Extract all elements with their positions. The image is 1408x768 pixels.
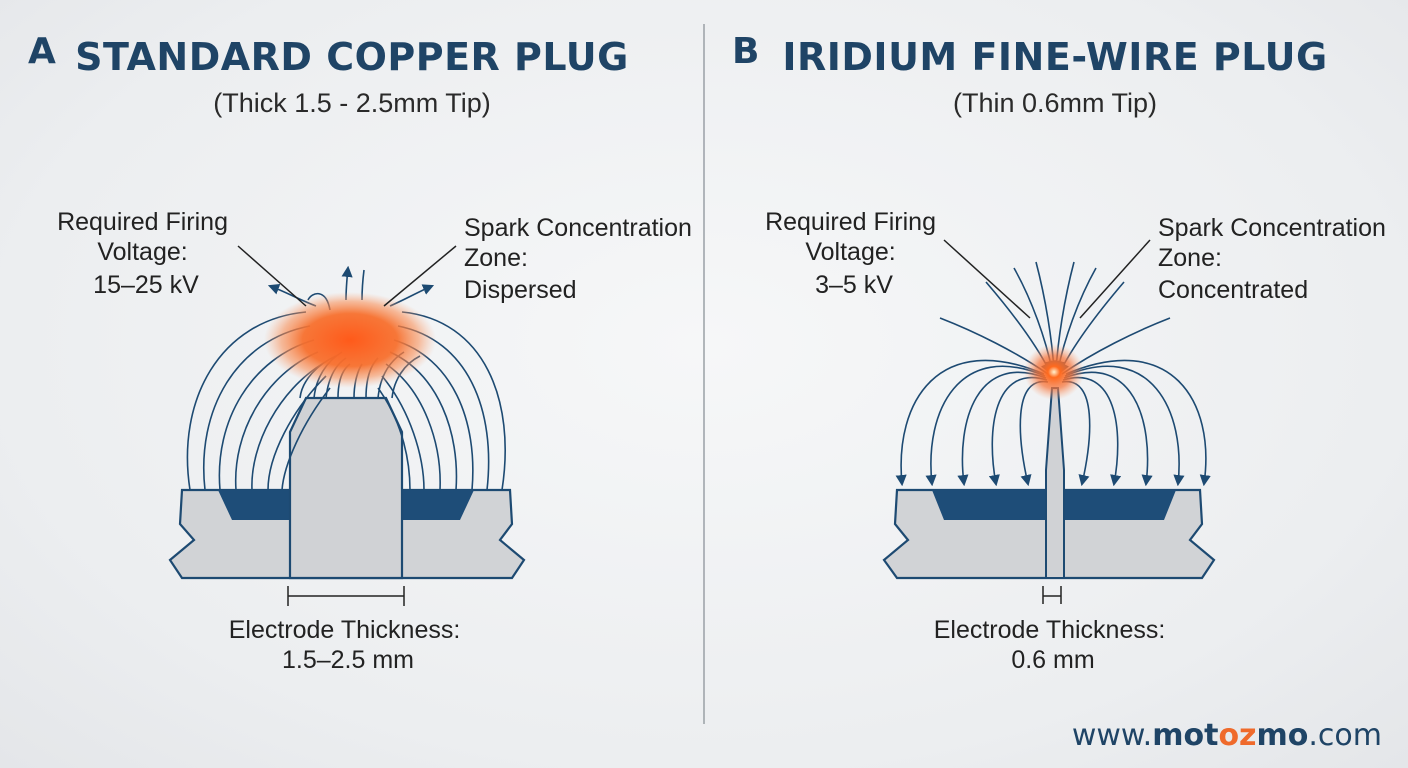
footer-url-brand-1: mot	[1152, 718, 1218, 753]
panel-b-voltage-leader	[943, 239, 1031, 319]
panel-b-center-electrode	[1045, 387, 1065, 579]
panel-a-voltage-label: Required Firing Voltage: 15–25 kV	[57, 208, 235, 299]
panel-b-insulator-left	[932, 490, 1046, 520]
panel-b-zone-label: Spark Concentration Zone: Concentrated	[1158, 214, 1393, 304]
panel-b-thickness-dimension	[1042, 586, 1062, 604]
panel-a-thickness-dimension	[287, 586, 405, 606]
panel-b-voltage-label: Required Firing Voltage: 3–5 kV	[765, 208, 943, 299]
panel-b-title: IRIDIUM FINE-WIRE PLUG	[782, 35, 1327, 79]
panel-b-insulator-right	[1064, 490, 1176, 520]
footer-url-brand-2: mo	[1257, 718, 1309, 753]
panel-b-zone-leader	[1079, 239, 1151, 319]
panel-b-subtitle: (Thin 0.6mm Tip)	[953, 88, 1157, 118]
panel-a-field-lines	[186, 265, 506, 491]
footer-url: www.motozmo.com	[1072, 718, 1382, 753]
panel-a-thickness-label: Electrode Thickness: 1.5–2.5 mm	[229, 616, 468, 674]
panel-a-voltage-leader	[237, 245, 307, 307]
panel-a-center-electrode	[288, 396, 404, 580]
panel-a-insulator-left	[218, 490, 290, 520]
panel-a-spark-cloud	[264, 292, 436, 388]
footer-url-brand-accent: oz	[1218, 718, 1256, 753]
footer-url-prefix: www.	[1072, 718, 1152, 753]
panel-a-letter: A	[28, 31, 56, 72]
panel-b: B IRIDIUM FINE-WIRE PLUG (Thin 0.6mm Tip…	[732, 31, 1393, 674]
panel-a-zone-label: Spark Concentration Zone: Dispersed	[464, 214, 699, 304]
panel-a-zone-leader	[383, 245, 457, 307]
panel-a-insulator-right	[402, 490, 474, 520]
panel-a-title: STANDARD COPPER PLUG	[75, 35, 629, 79]
panel-a-subtitle: (Thick 1.5 - 2.5mm Tip)	[213, 88, 491, 118]
panel-a: A STANDARD COPPER PLUG (Thick 1.5 - 2.5m…	[28, 31, 699, 674]
panel-b-letter: B	[732, 31, 759, 72]
footer-url-suffix: .com	[1308, 718, 1382, 753]
panel-b-spark-point	[1024, 344, 1084, 400]
panel-b-thickness-label: Electrode Thickness: 0.6 mm	[934, 616, 1173, 674]
